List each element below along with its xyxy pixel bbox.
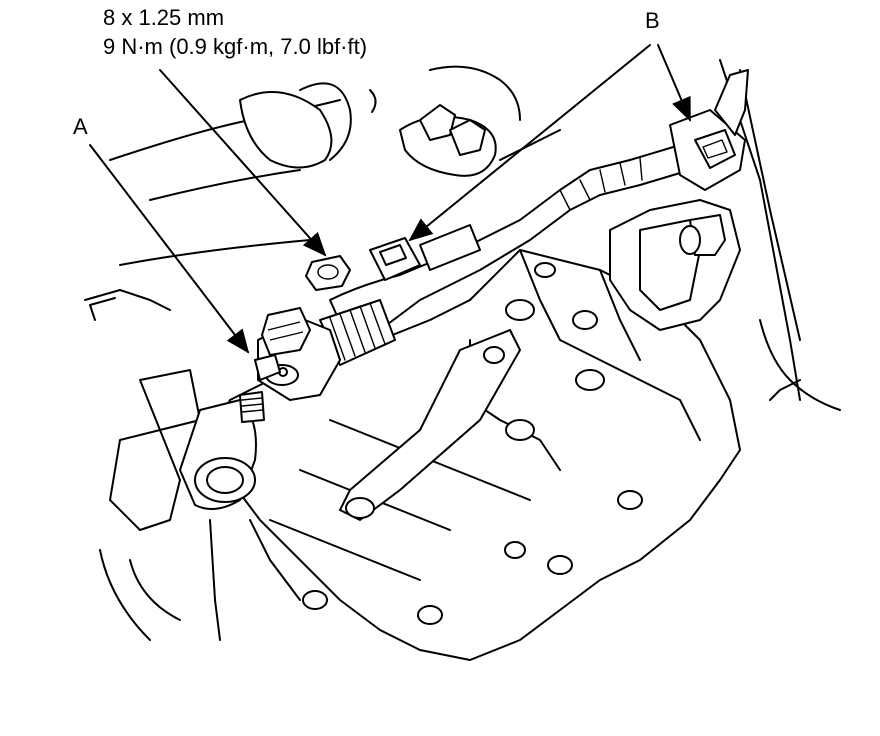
label-b-leader-left <box>408 44 651 242</box>
label-b-leader-right <box>657 44 691 122</box>
flange-nut <box>305 255 351 291</box>
label-a-leader <box>89 144 250 354</box>
label-a: A <box>73 114 88 139</box>
torque-spec-label: 9 N·m (0.9 kgf·m, 7.0 lbf·ft) <box>103 34 368 59</box>
leader-lines <box>89 44 691 354</box>
sensor-a <box>254 307 341 401</box>
label-b: B <box>645 8 660 33</box>
bolt-size-label: 8 x 1.25 mm <box>103 5 225 30</box>
wire-harness <box>319 69 749 366</box>
torque-leader <box>159 69 327 257</box>
